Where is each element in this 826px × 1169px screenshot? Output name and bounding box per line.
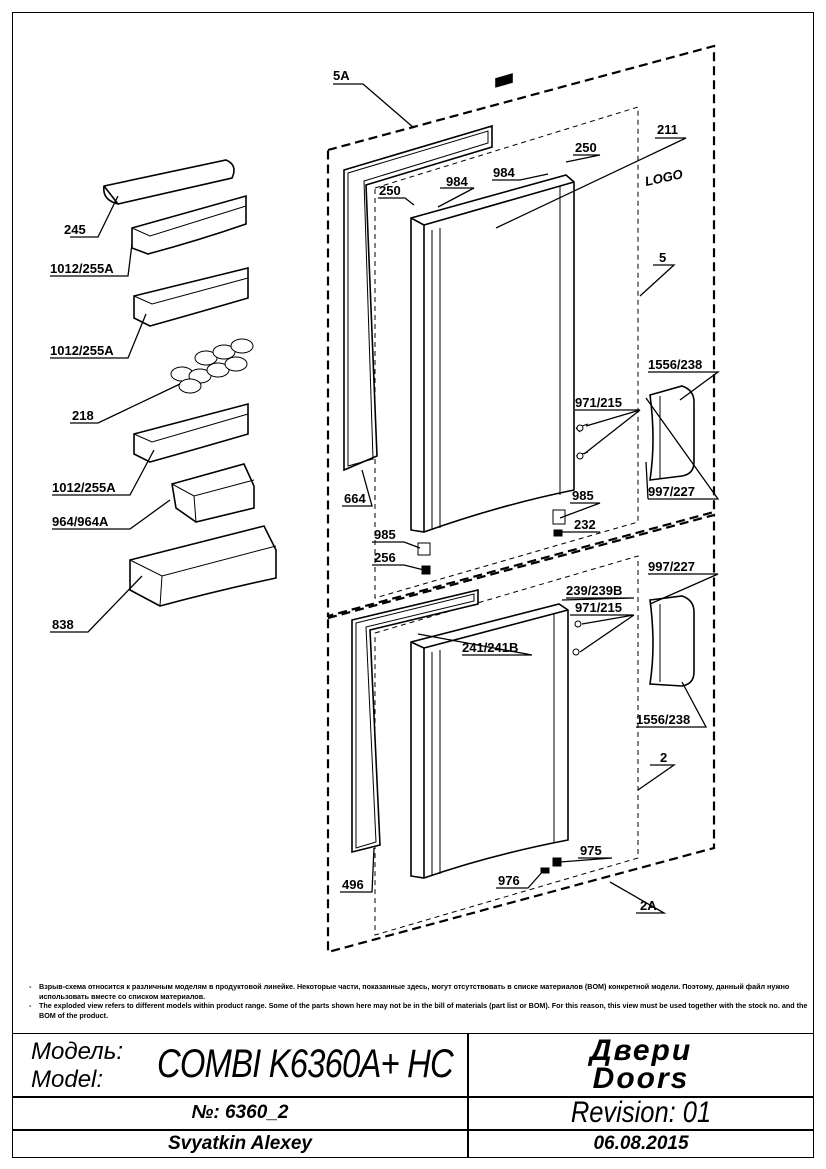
callout-997-227-upper: 997/227: [648, 484, 695, 499]
bottle-balcony-838: [129, 525, 277, 607]
drawing-sheet: [12, 12, 814, 1158]
disclaimer-notes: - Взрыв-схема относится к различным моде…: [13, 982, 813, 1020]
callout-964-964a: 964/964A: [52, 514, 109, 529]
hinge-parts: [417, 509, 566, 874]
callout-256: 256: [374, 550, 396, 565]
note-en: - The exploded view refers to different …: [13, 1001, 813, 1020]
revision: Revision: 01: [570, 1096, 712, 1129]
upper-door-gasket: [343, 124, 493, 472]
door-balcony-1: [131, 194, 247, 255]
callout-250-left: 250: [379, 183, 401, 198]
door-balcony-3: [133, 402, 249, 463]
callout-976: 976: [498, 873, 520, 888]
callout-971-215-lower: 971/215: [575, 600, 622, 615]
upper-assembly-boundary: [326, 44, 716, 618]
callout-232: 232: [574, 517, 596, 532]
callout-985-right: 985: [572, 488, 594, 503]
cheese-box-964: [171, 463, 255, 523]
lower-door-boundary: [374, 555, 639, 936]
handle-screws: [572, 423, 589, 656]
egg-tray-lid-245: [102, 159, 235, 205]
exploded-view-drawing: 5A 211 250 250 984 984 LOGO 245 1012/255…: [50, 44, 720, 954]
callout-838: 838: [52, 617, 74, 632]
callout-1012-255a-2: 1012/255A: [50, 343, 114, 358]
callout-5a: 5A: [333, 68, 350, 83]
document-number: №: 6360_2: [191, 1102, 289, 1123]
upper-door-panel: [410, 73, 575, 533]
lower-door-panel: [410, 603, 569, 879]
callout-664: 664: [344, 491, 366, 506]
title-block: Модель: Model: COMBI K6360A+ HC Двери Do…: [13, 1033, 813, 1158]
callout-239-239b: 239/239B: [566, 583, 622, 598]
callout-241-241b: 241/241B: [462, 640, 518, 655]
lower-door-gasket: [351, 588, 479, 854]
callout-245: 245: [64, 222, 86, 237]
model-label-ru: Модель:: [31, 1038, 123, 1065]
callout-975: 975: [580, 843, 602, 858]
callout-5: 5: [659, 250, 666, 265]
door-balcony-2: [133, 266, 249, 327]
upper-door-boundary: [374, 106, 639, 599]
callout-1556-238-lower: 1556/238: [636, 712, 690, 727]
logo-label: LOGO: [644, 166, 685, 189]
callout-496: 496: [342, 877, 364, 892]
callout-2a: 2A: [640, 898, 657, 913]
title-ru: Двери: [589, 1034, 693, 1067]
lower-door-handle: [649, 595, 695, 687]
note-text-ru: Взрыв-схема относится к различным моделя…: [39, 982, 790, 1001]
title-en: Doors: [592, 1062, 690, 1095]
date: 06.08.2015: [593, 1133, 689, 1154]
logo-plate: [495, 73, 513, 88]
model-name: COMBI K6360A+ HC: [157, 1042, 454, 1086]
callout-211: 211: [657, 122, 678, 137]
callout-971-215-upper: 971/215: [575, 395, 622, 410]
upper-door-handle: [649, 385, 695, 481]
callout-1012-255a-3: 1012/255A: [52, 480, 116, 495]
callout-2: 2: [660, 750, 667, 765]
callout-250-right: 250: [575, 140, 597, 155]
callout-984-right: 984: [493, 165, 515, 180]
callout-218: 218: [72, 408, 94, 423]
note-ru: - Взрыв-схема относится к различным моде…: [13, 982, 813, 1001]
callout-985-left: 985: [374, 527, 396, 542]
note-bullet: -: [29, 1001, 32, 1011]
leader-lines: [50, 83, 720, 914]
callout-1012-255a-1: 1012/255A: [50, 261, 114, 276]
callout-997-227-lower: 997/227: [648, 559, 695, 574]
note-text-en: The exploded view refers to different mo…: [39, 1001, 808, 1020]
callout-984-left: 984: [446, 174, 468, 189]
note-bullet: -: [29, 982, 32, 991]
model-label-en: Model:: [31, 1066, 104, 1093]
egg-holder-218: [170, 338, 254, 394]
callout-1556-238-upper: 1556/238: [648, 357, 702, 372]
author: Svyatkin Alexey: [168, 1133, 312, 1154]
lower-assembly-boundary: [326, 513, 716, 954]
